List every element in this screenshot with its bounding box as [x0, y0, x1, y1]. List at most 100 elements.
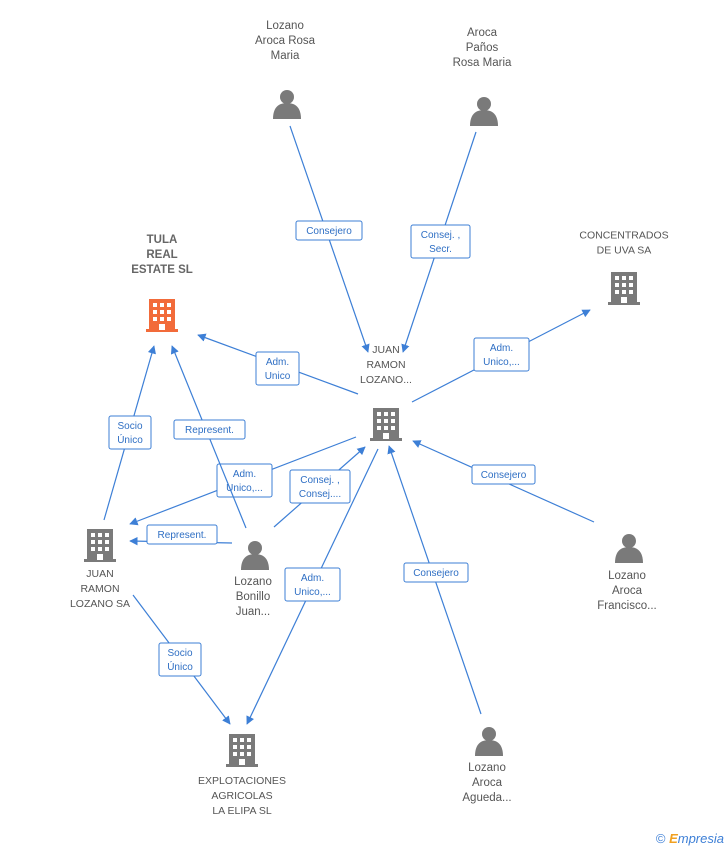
node-label: EXPLOTACIONES — [198, 775, 286, 787]
node-label: DE UVA SA — [597, 245, 652, 257]
person-icon[interactable] — [241, 541, 269, 570]
relation-label-box[interactable] — [108, 415, 152, 450]
relation-label-text: Único — [117, 433, 143, 446]
relation-e3[interactable]: Adm. Unico,... — [411, 309, 591, 403]
node-label: AGRICOLAS — [211, 790, 272, 802]
relation-label-text: Represent. — [158, 530, 207, 541]
building-icon[interactable] — [608, 272, 640, 305]
node-lozano-agueda[interactable]: LozanoArocaAgueda... — [462, 727, 512, 804]
relation-label-box[interactable] — [403, 562, 469, 583]
node-label: JUAN — [86, 568, 113, 580]
relation-label-box[interactable] — [289, 469, 351, 504]
node-label: Aroca — [612, 585, 643, 597]
relation-label-text: Adm. — [490, 343, 513, 354]
relation-label-text: Consej. , — [421, 230, 460, 241]
relation-e8[interactable]: Represent. — [170, 345, 247, 529]
relation-label-box[interactable] — [255, 351, 300, 386]
node-label: Lozano — [468, 762, 506, 774]
node-label: LA ELIPA SL — [212, 805, 272, 817]
relation-label-box[interactable] — [173, 419, 246, 440]
relation-e1[interactable]: Consejero — [289, 125, 370, 353]
relation-label-box[interactable] — [216, 463, 273, 498]
relation-label-box[interactable] — [471, 464, 536, 485]
building-icon[interactable] — [370, 408, 402, 441]
relation-e12[interactable]: Adm. Unico,... — [246, 448, 379, 725]
relation-label-text: Adm. — [266, 357, 289, 368]
relation-label-text: Consejero — [481, 470, 527, 481]
node-label: ESTATE SL — [131, 264, 193, 276]
node-label: Aroca — [472, 777, 503, 789]
nodes-layer: TULA REAL ESTATE SL JUAN RAMON LOZANO... CONCE… — [70, 20, 669, 817]
node-label: RAMON — [80, 583, 119, 595]
node-label: Lozano — [608, 570, 646, 582]
node-explotaciones[interactable]: EXPLOTACIONES AGRICOLAS LA ELIPA SL — [198, 734, 286, 817]
relation-label-box[interactable] — [158, 642, 202, 677]
node-label: REAL — [146, 249, 177, 261]
brand-name: mpresia — [677, 831, 724, 846]
node-label: Agueda... — [462, 792, 511, 804]
relation-label-text: Consejero — [413, 568, 459, 579]
building-icon[interactable] — [146, 299, 178, 332]
node-concentrados[interactable]: CONCENTRADOS DE UVA SA — [579, 230, 669, 306]
relation-e5[interactable]: Consejero — [412, 440, 595, 523]
relation-e2[interactable]: Consej. , Secr. — [401, 131, 477, 353]
node-label: Paños — [466, 42, 499, 54]
node-label: Rosa Maria — [453, 57, 512, 69]
node-label: Aroca Rosa — [255, 35, 316, 47]
relation-label-text: Secr. — [429, 244, 452, 255]
relation-label-text: Consej.... — [299, 489, 341, 500]
relation-label-box[interactable] — [410, 224, 471, 259]
node-label: LOZANO... — [360, 374, 412, 386]
node-lozano-francisco[interactable]: LozanoArocaFrancisco... — [597, 534, 657, 612]
node-label: JUAN — [372, 344, 399, 356]
node-lozano-bonillo[interactable]: LozanoBonilloJuan... — [234, 541, 272, 618]
node-label: Lozano — [234, 576, 272, 588]
node-label: TULA — [147, 234, 178, 246]
node-label: CONCENTRADOS — [579, 230, 668, 242]
relation-label-text: Único — [167, 660, 193, 673]
relation-e6[interactable]: Adm. Unico,... — [129, 436, 357, 526]
relation-label-text: Unico,... — [294, 587, 331, 598]
building-icon[interactable] — [84, 529, 116, 562]
relation-e7[interactable]: Consej. ,Consej.... — [273, 446, 366, 528]
node-label: RAMON — [366, 359, 405, 371]
brand-logo[interactable]: Empresia — [669, 831, 724, 846]
node-label: Maria — [271, 50, 300, 62]
node-label: Lozano — [266, 20, 304, 32]
relation-e13[interactable]: Consejero — [387, 445, 482, 715]
relation-label-text: Unico,... — [483, 357, 520, 368]
node-label: Francisco... — [597, 600, 656, 612]
relation-label-text: Adm. — [301, 573, 324, 584]
relation-label-text: Unico,... — [226, 483, 263, 494]
node-jr-lozano-sa[interactable]: JUAN RAMON LOZANO SA — [70, 529, 130, 610]
building-icon[interactable] — [226, 734, 258, 767]
relation-label-box[interactable] — [146, 524, 218, 545]
person-icon[interactable] — [615, 534, 643, 563]
node-jr-lozano-center[interactable]: JUAN RAMON LOZANO... — [360, 344, 412, 441]
relation-label-box[interactable] — [295, 220, 363, 241]
person-icon[interactable] — [470, 97, 498, 126]
relation-label-text: Unico — [265, 371, 291, 382]
node-label: Bonillo — [236, 591, 271, 603]
relation-e4[interactable]: Adm. Unico — [197, 333, 359, 395]
person-icon[interactable] — [273, 90, 301, 119]
node-label: LOZANO SA — [70, 598, 130, 610]
relation-e9[interactable]: Represent. — [129, 524, 233, 546]
brand-initial: E — [669, 831, 678, 846]
node-tula[interactable]: TULA REAL ESTATE SL — [131, 234, 193, 332]
person-icon[interactable] — [475, 727, 503, 756]
relation-label-box[interactable] — [473, 337, 530, 372]
relation-label-text: Socio — [167, 648, 192, 659]
copyright-symbol: © — [655, 831, 666, 846]
footer-brand: © Empresia — [656, 831, 724, 846]
node-label: Juan... — [236, 606, 271, 618]
relation-label-box[interactable] — [284, 567, 341, 602]
relation-label-text: Adm. — [233, 469, 256, 480]
relation-label-text: Socio — [117, 421, 142, 432]
